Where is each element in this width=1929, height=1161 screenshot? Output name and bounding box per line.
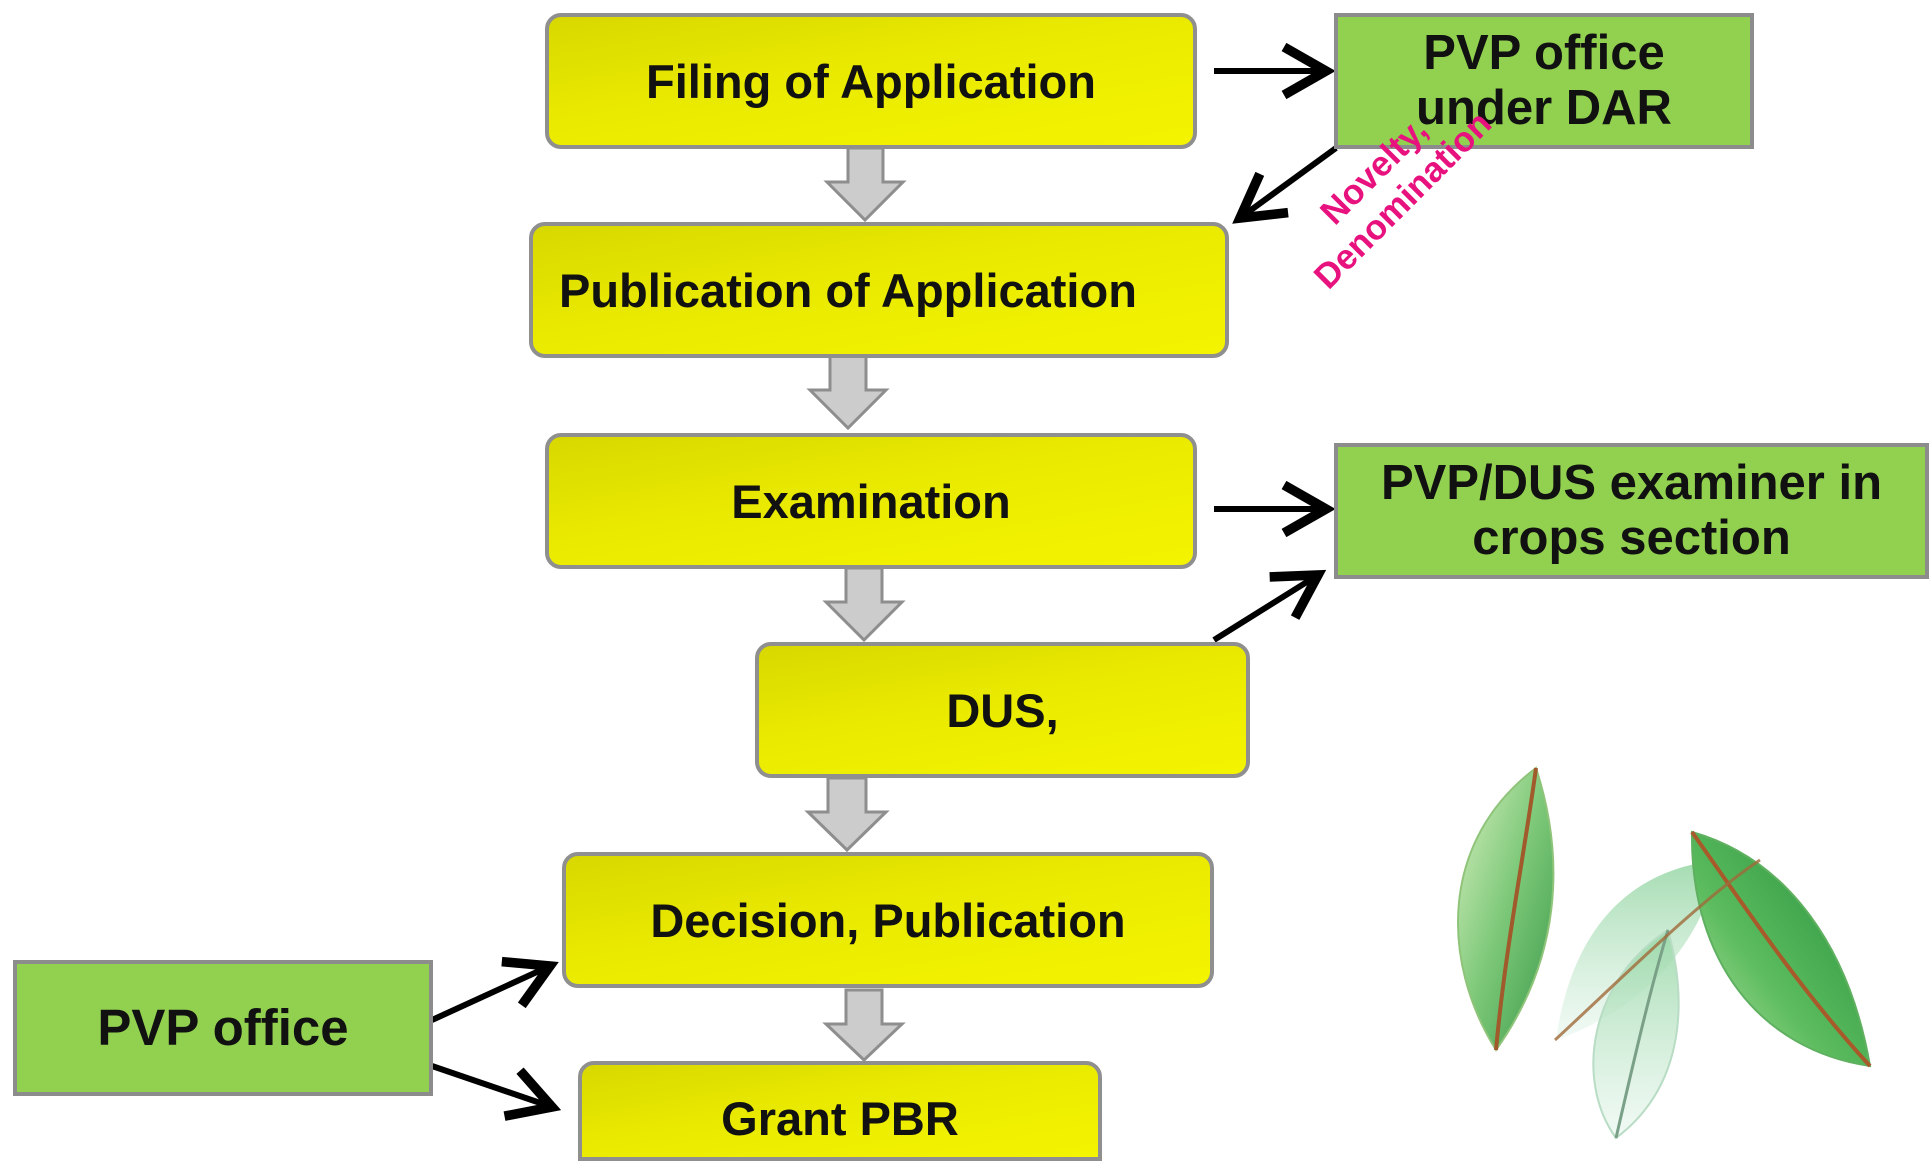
step-decision-publication: Decision, Publication — [562, 852, 1214, 988]
step-filing-label: Filing of Application — [646, 54, 1096, 108]
leaf-left — [1457, 766, 1555, 1052]
arrow-dus-to-examiner — [1212, 569, 1327, 643]
flow-arrow-4 — [804, 776, 890, 853]
flow-arrow-5 — [822, 988, 906, 1063]
pvp-dar-line1: PVP office — [1423, 26, 1665, 81]
arrow-pvp-dar-to-publication — [1232, 145, 1338, 224]
step-examination-label: Examination — [731, 474, 1011, 528]
step-dus-label: DUS, — [946, 683, 1059, 737]
step-decision-label: Decision, Publication — [650, 893, 1126, 947]
pvp-office-under-dar-box: PVP office under DAR — [1334, 13, 1754, 149]
examiner-line1: PVP/DUS examiner in — [1380, 456, 1883, 511]
flow-arrow-2 — [806, 354, 890, 431]
pvp-office-box: PVP office — [13, 960, 433, 1096]
examiner-line2: crops section — [1472, 511, 1791, 565]
leaves-decoration — [1457, 766, 1872, 1140]
step-grant-label: Grant PBR — [721, 1092, 959, 1145]
flow-arrow-3 — [822, 566, 906, 643]
arrow-pvp-office-to-decision — [430, 956, 559, 1023]
leaf-back — [1556, 860, 1720, 1040]
pvp-dar-line2: under DAR — [1416, 81, 1672, 135]
pvp-dus-examiner-box: PVP/DUS examiner in crops section — [1334, 443, 1929, 579]
step-publication-label: Publication of Application — [559, 263, 1137, 317]
step-grant-pbr: Grant PBR — [578, 1061, 1102, 1161]
step-publication-of-application: Publication of Application — [529, 222, 1229, 358]
pvp-office-label: PVP office — [97, 999, 349, 1057]
step-examination: Examination — [545, 433, 1197, 569]
step-dus: DUS, — [755, 642, 1250, 778]
step-filing-of-application: Filing of Application — [545, 13, 1197, 149]
flow-arrow-1 — [823, 146, 907, 223]
arrow-pvp-office-to-grant — [431, 1063, 562, 1121]
